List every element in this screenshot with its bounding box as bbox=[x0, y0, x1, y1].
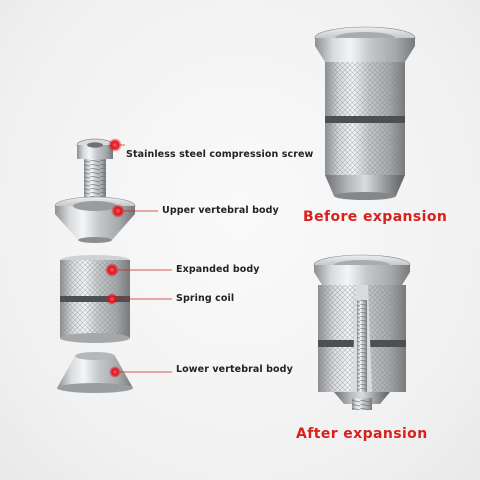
upper-marker-icon bbox=[111, 204, 125, 218]
expanded-body-part bbox=[60, 255, 130, 343]
label-compression-screw: Stainless steel compression screw bbox=[126, 149, 314, 160]
spring-marker-icon bbox=[106, 293, 118, 305]
caption-after-expansion: After expansion bbox=[296, 426, 428, 442]
expanded-marker-icon bbox=[105, 263, 119, 277]
label-expanded-body: Expanded body bbox=[176, 264, 260, 275]
compression-screw-part bbox=[76, 138, 114, 201]
lower-cone-part bbox=[57, 352, 133, 393]
label-upper-vertebral-body: Upper vertebral body bbox=[162, 205, 279, 216]
caption-before-expansion: Before expansion bbox=[303, 209, 448, 225]
after-expansion-part bbox=[313, 254, 411, 410]
before-expansion-part bbox=[314, 26, 416, 200]
screw-marker-icon bbox=[108, 138, 122, 152]
upper-cone-part bbox=[54, 196, 136, 243]
label-lower-vertebral-body: Lower vertebral body bbox=[176, 364, 293, 375]
label-spring-coil: Spring coil bbox=[176, 293, 235, 304]
lower-marker-icon bbox=[109, 366, 121, 378]
leader-lines bbox=[117, 144, 172, 373]
